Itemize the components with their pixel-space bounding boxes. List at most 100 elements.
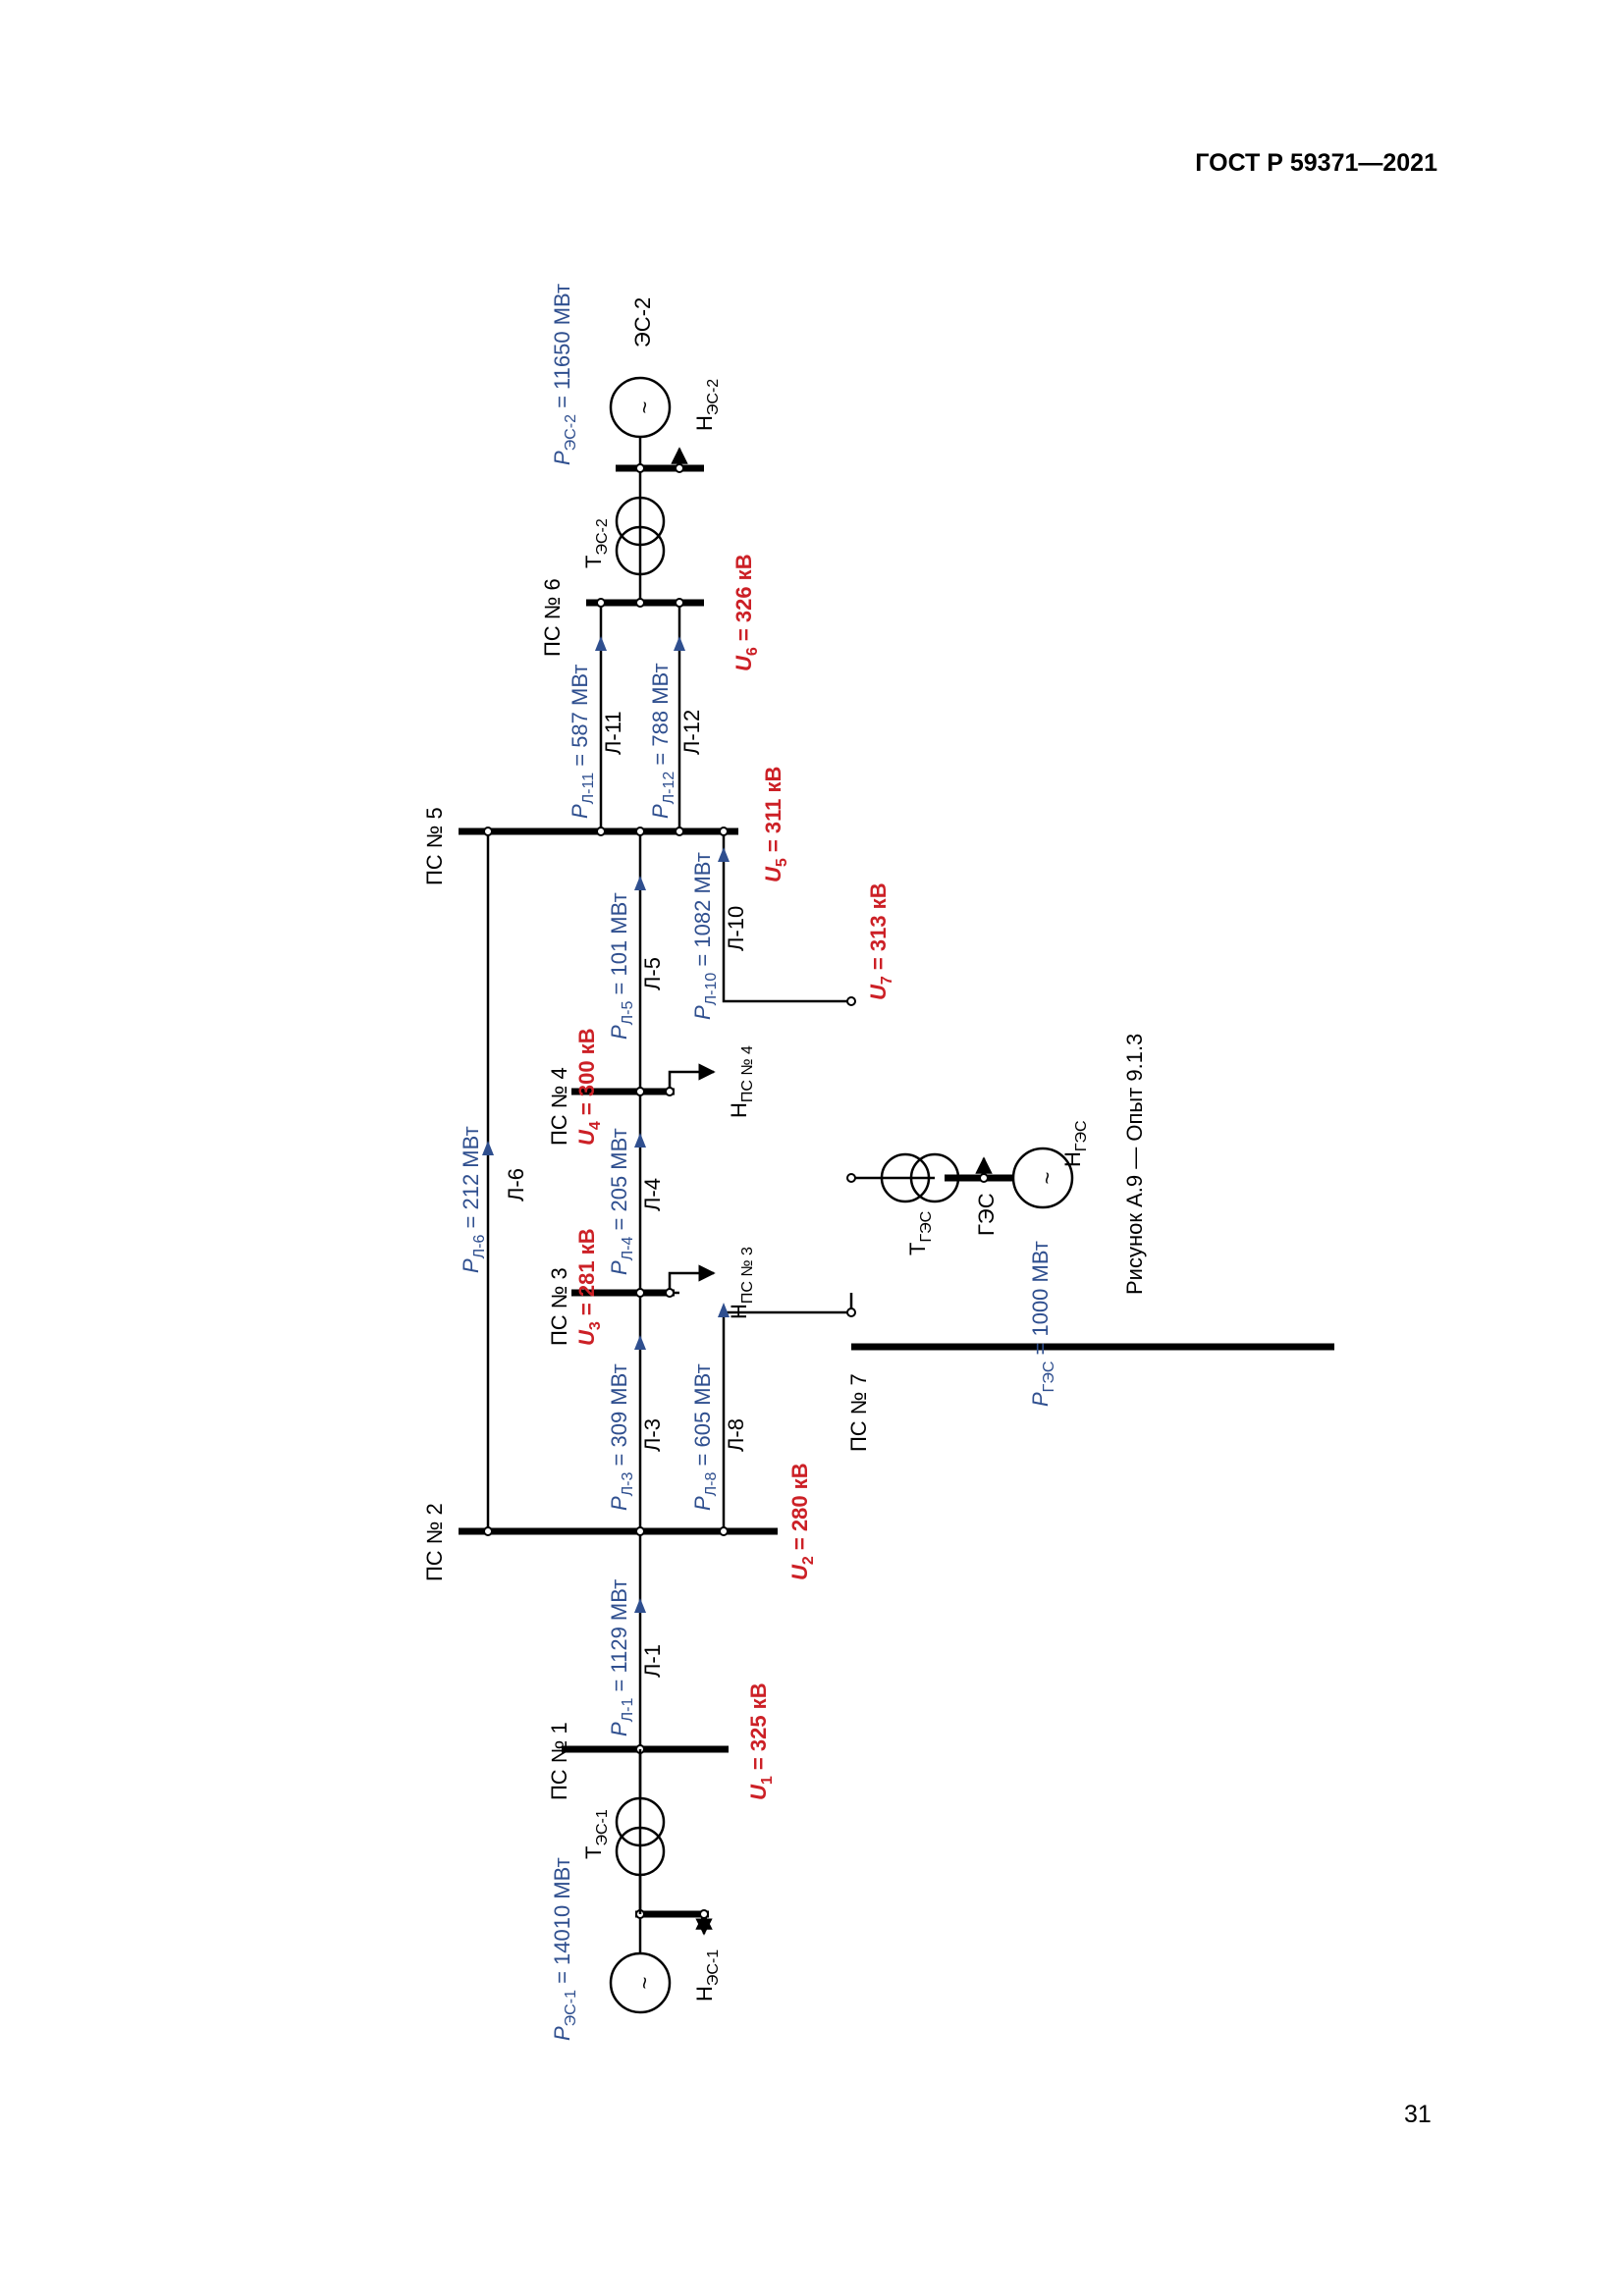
generator-symbols: ~ ~ ~ — [632, 401, 1059, 1990]
flow-pl3: PЛ-3 = 309 МВт — [607, 1363, 636, 1511]
label-es2: ЭС-2 — [630, 297, 655, 347]
voltage-u7: U7 = 313 кВ — [866, 882, 895, 1000]
junction — [846, 1308, 856, 1317]
label-tges: ТГЭС — [905, 1211, 935, 1255]
page-number: 31 — [1404, 2101, 1432, 2128]
label-l1: Л-1 — [640, 1644, 665, 1678]
label-l5: Л-5 — [640, 957, 665, 990]
junction — [699, 1909, 709, 1919]
gen-ges-tilde: ~ — [1035, 1172, 1059, 1185]
label-hps4: НПС № 4 — [727, 1045, 756, 1118]
junction — [635, 1526, 645, 1536]
junction — [675, 827, 684, 836]
gen-es1-tilde: ~ — [632, 1977, 657, 1990]
label-l8: Л-8 — [724, 1418, 748, 1452]
label-ps4: ПС № 4 — [547, 1067, 571, 1146]
flow-arrow-l4 — [634, 1133, 646, 1148]
label-ps5: ПС № 5 — [422, 807, 447, 885]
junction — [719, 827, 729, 836]
label-l12: Л-12 — [679, 710, 704, 755]
label-hes2: НЭС-2 — [692, 379, 722, 431]
junction — [635, 1087, 645, 1096]
junction — [665, 1288, 675, 1298]
label-l4: Л-4 — [640, 1178, 665, 1211]
junction — [483, 1526, 493, 1536]
flow-pl4: PЛ-4 = 205 МВт — [607, 1128, 636, 1275]
flow-pl11: PЛ-11 = 587 МВт — [568, 665, 597, 819]
labels: ПС № 1 ПС № 2 ПС № 3 ПС № 4 ПС № 5 ПС № … — [422, 284, 1147, 2041]
label-ges: ГЭС — [974, 1193, 999, 1236]
junction — [635, 598, 645, 608]
load-arrows — [668, 447, 993, 1936]
flow-arrow-l12 — [674, 636, 685, 651]
label-hes1: НЭС-1 — [692, 1949, 722, 2002]
junction — [635, 463, 645, 473]
document-header: ГОСТ Р 59371—2021 — [1195, 149, 1437, 177]
junction — [596, 598, 606, 608]
voltage-u4: U4 = 300 кВ — [574, 1028, 604, 1146]
voltage-u3: U3 = 281 кВ — [574, 1228, 604, 1346]
junction — [596, 827, 606, 836]
flow-pl6: PЛ-6 = 212 МВт — [459, 1126, 488, 1273]
label-ps7: ПС № 7 — [846, 1373, 871, 1452]
arrow-hps3-draw — [668, 1264, 716, 1293]
line-l10 — [722, 831, 851, 1003]
label-ps2: ПС № 2 — [422, 1503, 447, 1581]
junction — [665, 1087, 675, 1096]
gen-power-es1: PЭС-1 = 14010 МВт — [550, 1857, 579, 2041]
gen-es2-tilde: ~ — [632, 401, 657, 414]
transformer-es1 — [615, 1749, 666, 1914]
transformer-ges — [880, 1152, 960, 1203]
flow-arrows — [482, 636, 730, 1613]
figure-caption: Рисунок А.9 — Опыт 9.1.3 — [1122, 1034, 1147, 1295]
junction — [675, 463, 684, 473]
label-tes2: ТЭС-2 — [581, 518, 611, 568]
label-tes1: ТЭС-1 — [581, 1809, 611, 1859]
generator-es1-icon — [609, 1951, 672, 2014]
junction — [483, 827, 493, 836]
label-hps3: НПС № 3 — [727, 1247, 756, 1319]
voltage-u5: U5 = 311 кВ — [761, 767, 790, 882]
junction — [979, 1173, 989, 1183]
junction — [635, 827, 645, 836]
generators — [609, 376, 1074, 2014]
flow-pl1: PЛ-1 = 1129 МВт — [607, 1579, 636, 1736]
junction — [719, 1526, 729, 1536]
flow-arrow-l5 — [634, 876, 646, 890]
voltage-u1: U1 = 325 кВ — [746, 1682, 776, 1800]
flow-pl12: PЛ-12 = 788 МВт — [648, 663, 677, 819]
junctions — [483, 463, 989, 1919]
label-ps6: ПС № 6 — [540, 578, 565, 657]
label-ps3: ПС № 3 — [547, 1267, 571, 1346]
flow-arrow-l3 — [634, 1335, 646, 1350]
generator-ges-icon — [1011, 1147, 1074, 1209]
generator-es2-icon — [609, 376, 672, 439]
label-l11: Л-11 — [601, 711, 625, 755]
gen-power-ges: PГЭС = 1000 МВт — [1028, 1241, 1057, 1407]
flow-arrow-l11 — [595, 636, 607, 651]
junction — [635, 1288, 645, 1298]
junction — [846, 1173, 856, 1183]
arrow-hps4-draw — [668, 1063, 716, 1092]
voltage-u6: U6 = 326 кВ — [731, 554, 761, 671]
flow-arrow-l1 — [634, 1598, 646, 1613]
gen-power-es2: PЭС-2 = 11650 МВт — [550, 284, 579, 465]
line-l8 — [722, 1293, 853, 1531]
label-l3: Л-3 — [640, 1418, 665, 1452]
junction — [675, 598, 684, 608]
flow-arrow-l10 — [718, 847, 730, 862]
label-l6: Л-6 — [504, 1168, 528, 1201]
voltage-u2: U2 = 280 кВ — [787, 1463, 817, 1580]
diagram-body: ~ ~ ~ ПС № 1 ПС № 2 ПС № 3 ПС № 4 ПС № 5… — [422, 284, 1334, 2041]
flow-pl8: PЛ-8 = 605 МВт — [690, 1363, 720, 1511]
flow-arrow-l8 — [718, 1303, 730, 1317]
flow-arrow-l6 — [482, 1141, 494, 1155]
label-hges: НГЭС — [1060, 1120, 1090, 1167]
label-ps1: ПС № 1 — [547, 1722, 571, 1800]
flow-pl10: PЛ-10 = 1082 МВт — [690, 852, 720, 1020]
flow-pl5: PЛ-5 = 101 МВт — [607, 892, 636, 1040]
transformer-es2 — [615, 496, 666, 576]
label-l10: Л-10 — [724, 906, 748, 951]
junction — [846, 996, 856, 1006]
